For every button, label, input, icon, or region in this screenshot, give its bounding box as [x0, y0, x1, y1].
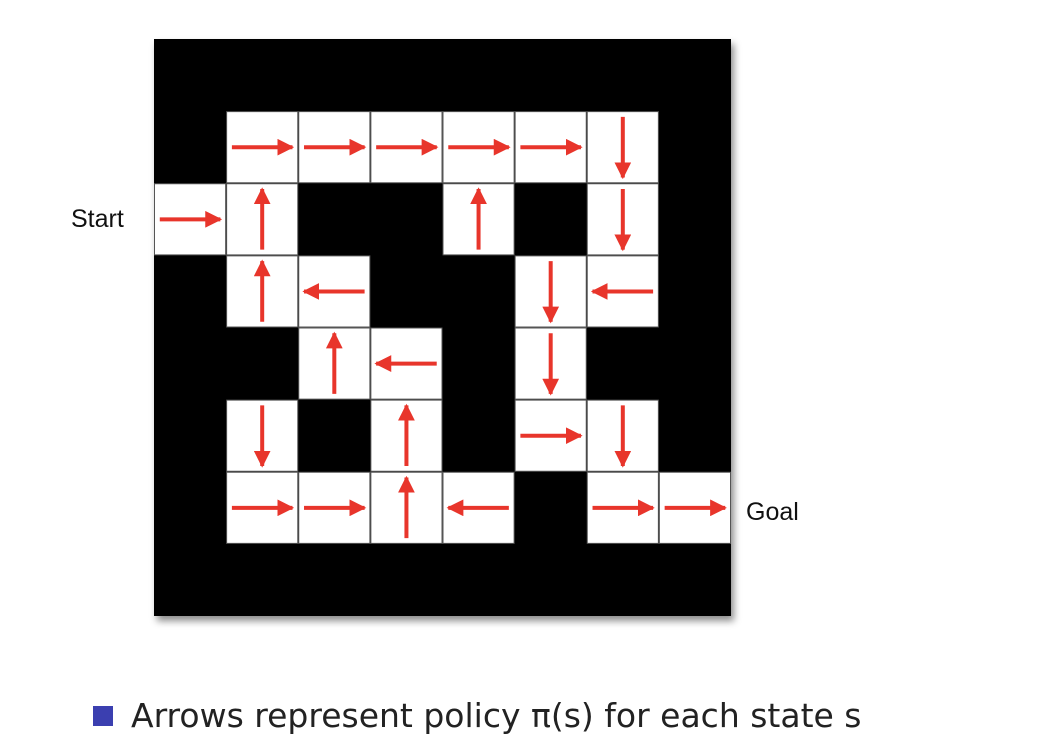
- start-label: Start: [71, 205, 124, 233]
- caption-bullet: Arrows represent policy π(s) for each st…: [93, 696, 862, 735]
- maze-grid: [154, 111, 731, 544]
- goal-label: Goal: [746, 498, 799, 526]
- caption-text: Arrows represent policy π(s) for each st…: [131, 696, 862, 735]
- bullet-square-icon: [93, 705, 113, 726]
- gridworld-maze: [154, 39, 731, 616]
